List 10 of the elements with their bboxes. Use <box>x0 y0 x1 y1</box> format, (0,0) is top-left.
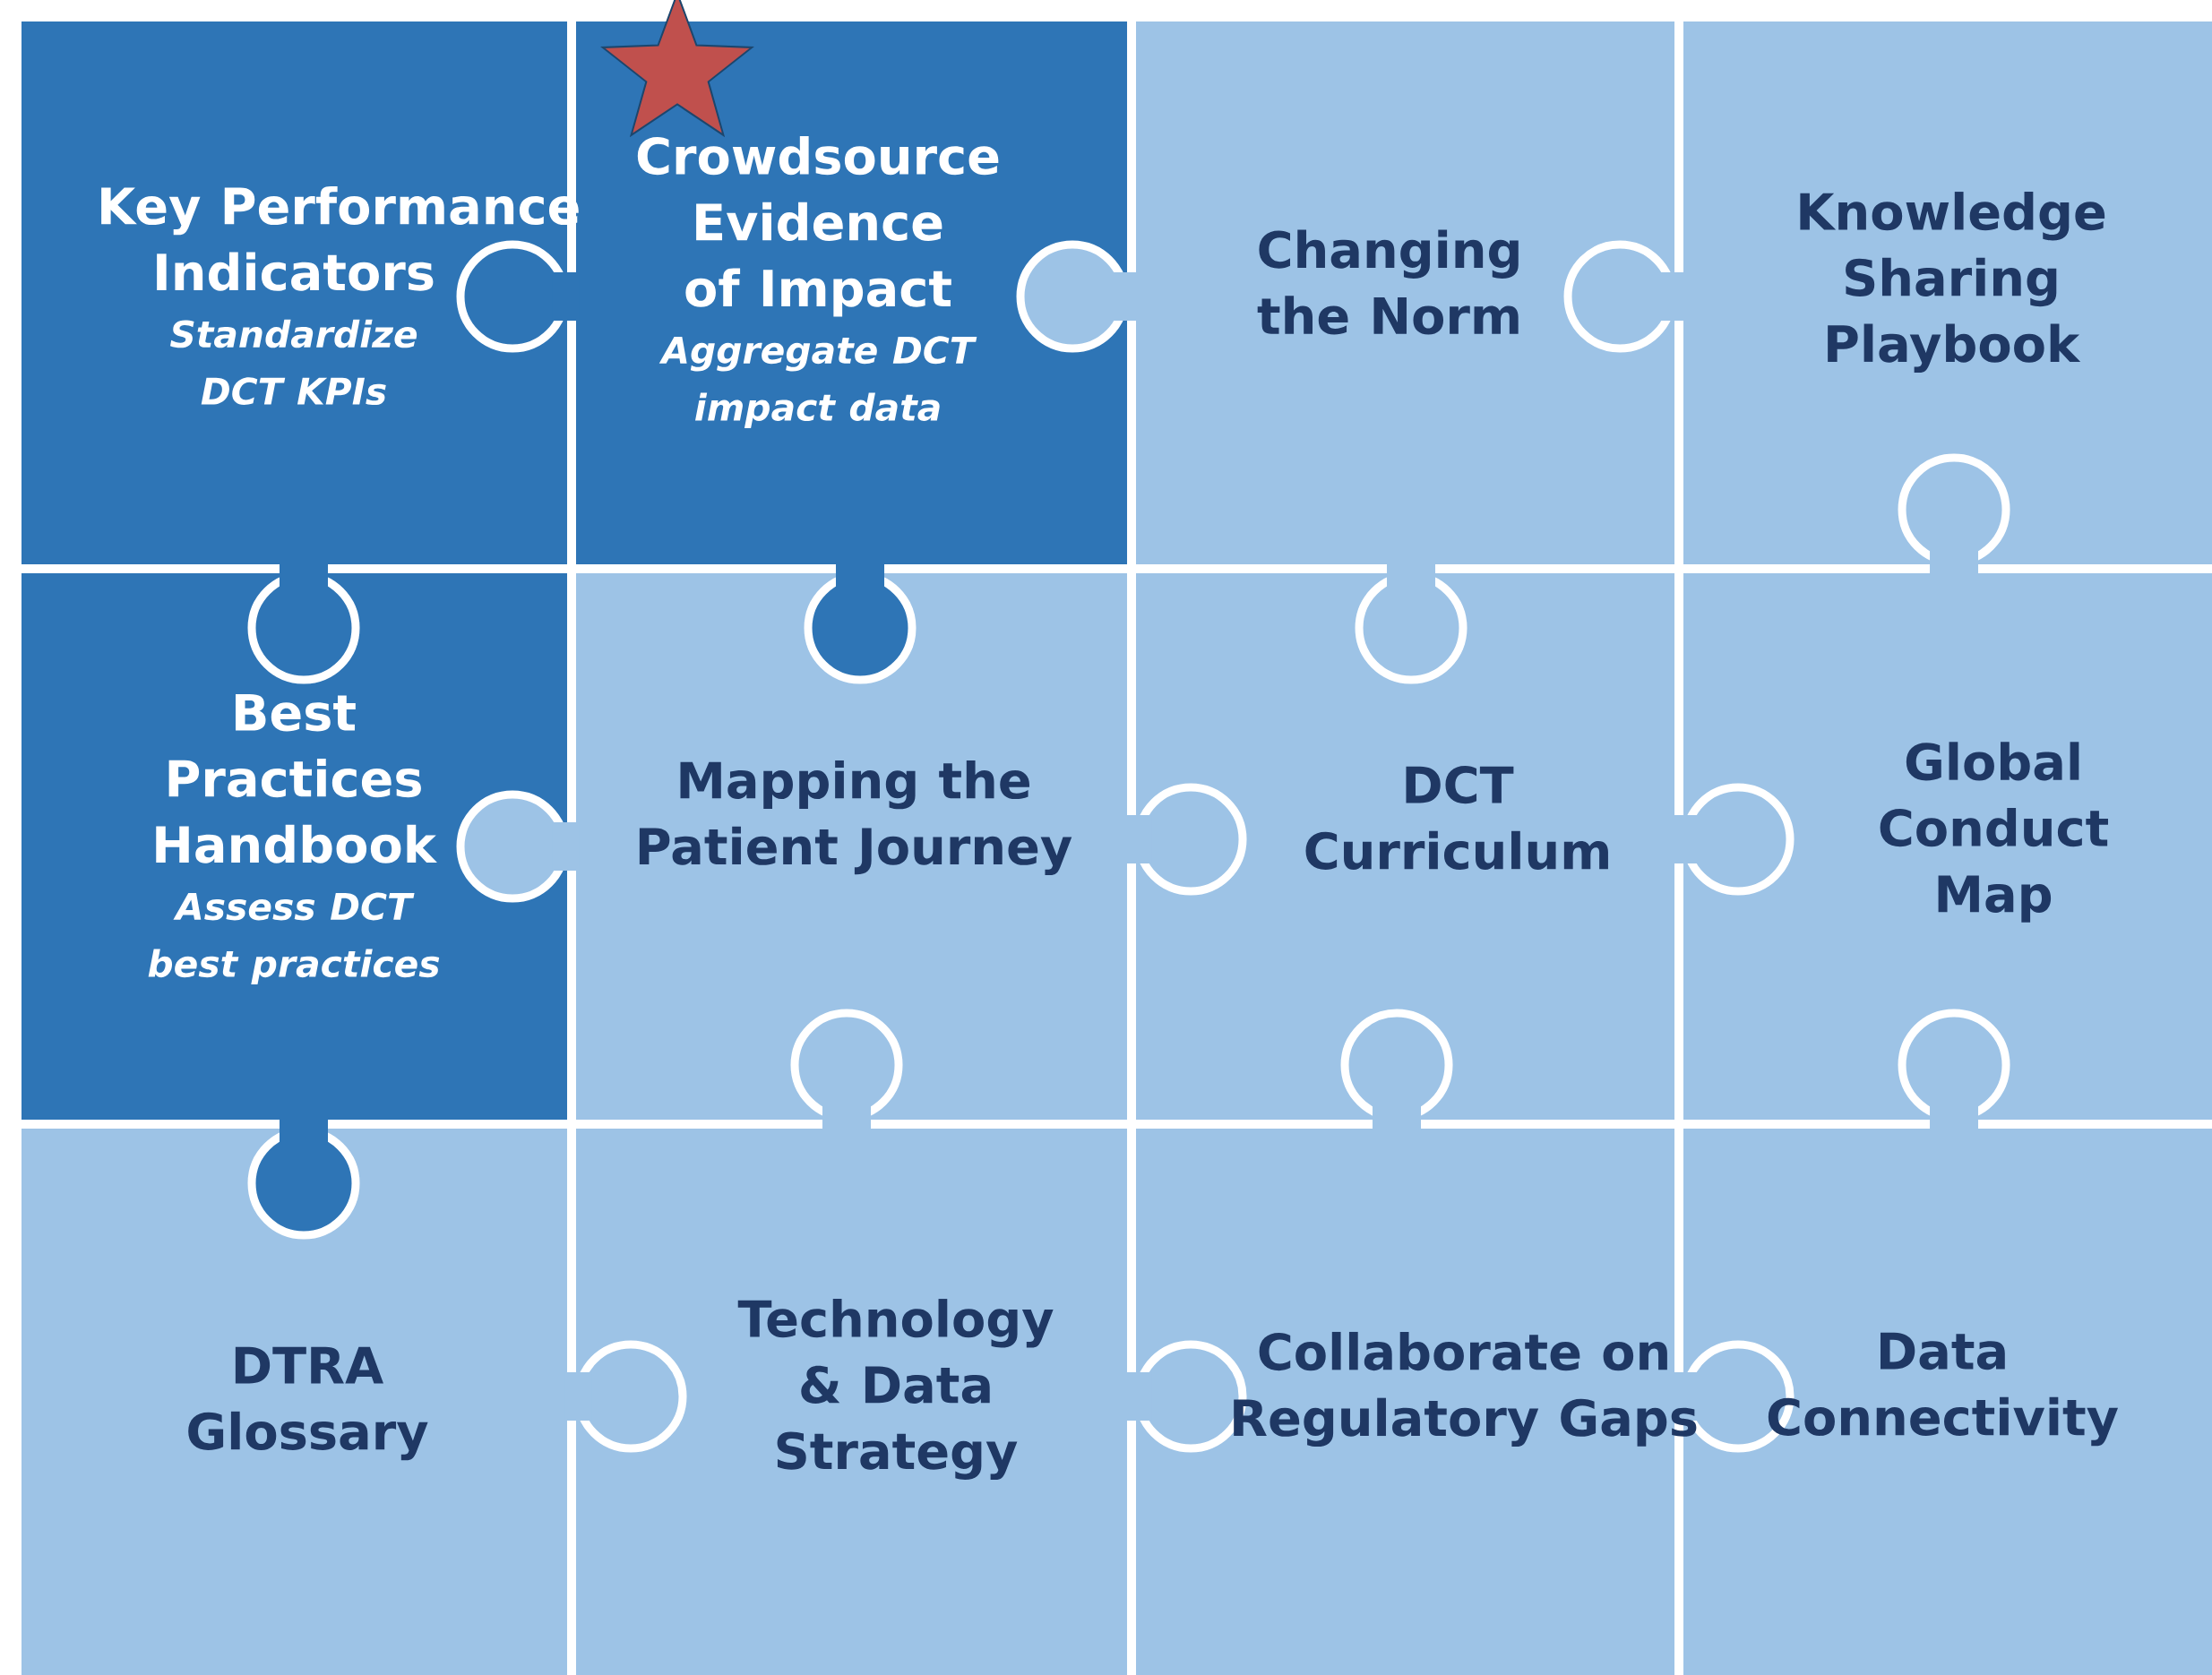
puzzle-piece: Collaborate on Regulatory Gaps <box>1234 1331 1697 1447</box>
puzzle-piece: Changing the Norm <box>1257 229 1519 335</box>
puzzle-piece: DCT Curriculum <box>1305 766 1608 870</box>
puzzle-piece: Technology & Data Strategy <box>737 1299 1054 1480</box>
puzzle-piece: Crowdsource Evidence of Impact Aggregate DCT impact data <box>637 136 999 428</box>
puzzle-piece: Best Practices Handbook Assess DCT best practices <box>148 693 440 985</box>
puzzle-piece: Knowledge Sharing Playbook <box>1800 192 2105 373</box>
puzzle-piece: DTRA Glossary <box>188 1346 428 1461</box>
puzzle-piece: Global Conduct Map <box>1880 742 2108 923</box>
puzzle-piece: Mapping the Patient Journey <box>639 760 1072 876</box>
